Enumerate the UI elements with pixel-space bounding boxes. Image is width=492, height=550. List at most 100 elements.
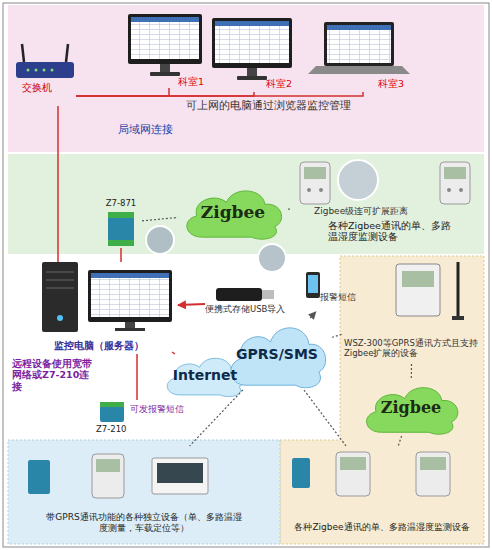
zigbee-cloud: Zigbee: [178, 183, 288, 241]
gprs-cloud: GPRS/SMS: [222, 318, 332, 390]
gateway-icon: [108, 212, 134, 246]
wireless-link: [310, 312, 316, 318]
sensor-icon-part: [340, 457, 366, 470]
cloud-label: Zigbee: [178, 183, 288, 241]
server-icon-part: [88, 270, 172, 322]
wireless-link: [398, 436, 401, 446]
cable-link: [136, 354, 138, 400]
usb-icon-part: [262, 290, 274, 299]
device-label: Z7-210: [96, 424, 140, 434]
sensor-icon-part: [307, 188, 311, 192]
sensor-icon-part: [292, 458, 310, 488]
device-label: WSZ-300等GPRS通讯方式且支持Zigbee扩展的设备: [344, 338, 480, 358]
cable-link: [172, 352, 175, 354]
room-label: 科室1: [178, 76, 214, 87]
sensor-icon-part: [92, 454, 124, 498]
gprs-logger-node: WSZ-300等GPRS通讯方式且支持Zigbee扩展的设备: [342, 262, 482, 364]
gateway-icon-part: [100, 402, 124, 407]
gateway-icon-part: [108, 212, 134, 246]
photo-circle-part: [258, 244, 286, 272]
server-icon-part: [57, 315, 63, 321]
server-icon-part: [46, 272, 74, 273]
sensor-icon-part: [444, 167, 466, 179]
device-label: 交换机: [22, 82, 72, 94]
usb-icon-part: [216, 288, 262, 301]
sensor-icon-part: [440, 162, 470, 204]
lan-band: 可上网的电脑通过浏览器监控管理局域网连接科室1科室2科室3交换机: [8, 5, 484, 152]
gprs-logger-icon-part: [402, 271, 434, 287]
gateway-node: Z7-871: [100, 198, 142, 248]
sensor-icon-part: [157, 463, 203, 483]
usb-icon: [216, 288, 274, 301]
room-label: 科室3: [378, 78, 414, 89]
gprs-logger-icon-part: [396, 264, 440, 316]
device-label: 监控电脑（服务器）: [54, 340, 178, 352]
gprs-logger-icon-part: [452, 316, 464, 320]
server-icon-part: [91, 273, 169, 317]
gateway-icon-part: [108, 212, 134, 218]
sensor-icon-part: [336, 452, 370, 496]
sensor-icon-part: [300, 162, 330, 204]
switch-node: 交换机: [14, 42, 76, 106]
sensor-icon-part: [304, 167, 326, 179]
cable-link: [178, 304, 205, 305]
network-label: 局域网连接: [118, 123, 198, 136]
server-icon: [42, 262, 172, 332]
device-label: 报警短信: [320, 292, 366, 303]
wireless-link: [332, 334, 342, 337]
caption-text: 可上网的电脑通过浏览器监控管理: [148, 99, 388, 112]
wireless-link: [411, 364, 412, 380]
phone-icon-part: [308, 275, 318, 293]
computer-node: 科室2: [212, 18, 296, 92]
sensor-icon: [292, 452, 450, 496]
server-icon-part: [115, 328, 145, 331]
group-label: 带GPRS通讯功能的各种独立设备（单、多路温湿度测量，车载定位等）: [42, 512, 246, 534]
sensor-icon: [28, 454, 208, 498]
gprs-logger-icon-part: [457, 262, 460, 318]
photo-circle-part: [338, 160, 378, 200]
server-icon-part: [46, 288, 74, 289]
page-frame: [3, 3, 489, 547]
sensor-icon-part: [96, 459, 120, 472]
device-label: 各种Zigbee通讯的单、多路温湿度监测设备: [328, 220, 458, 243]
wireless-link: [288, 208, 292, 209]
phone-icon-part: [306, 272, 320, 298]
group-label: 各种Zigbee通讯的单、多路温湿度监测设备: [284, 522, 480, 533]
cloud-label: GPRS/SMS: [222, 318, 332, 390]
note-text: 远程设备使用宽带网络或Z7-210连接: [12, 358, 96, 392]
gateway-icon-part: [108, 240, 134, 246]
cable-link: [120, 248, 122, 262]
sensor-group: 各种Zigbee通讯的单、多路温湿度监测设备: [284, 446, 480, 542]
usb-node: 便携式存储USB导入: [205, 282, 295, 322]
gateway-icon-part: [100, 402, 124, 422]
server-node: 监控电脑（服务器）: [40, 262, 178, 354]
sensor-icon-part: [416, 452, 450, 496]
device-label: Z7-871: [100, 198, 142, 208]
wireless-link: [304, 390, 346, 446]
room-label: 科室2: [266, 78, 302, 89]
computer-node: 科室1: [128, 14, 210, 88]
sensor-icon-part: [319, 188, 323, 192]
photo-circle-part: [146, 226, 174, 254]
gateway-node: Z7-210 可发报警短信: [96, 400, 226, 436]
server-icon-part: [91, 273, 169, 278]
wireless-link: [142, 217, 178, 221]
note-text: Zigbee级连可扩展距离: [314, 206, 464, 217]
wireless-link: [190, 390, 243, 446]
server-icon-part: [42, 262, 78, 332]
cloud-label: Zigbee: [358, 380, 464, 436]
gprs-logger-icon: [396, 262, 464, 320]
server-icon-part: [125, 322, 135, 328]
sensor-icon-part: [152, 458, 208, 494]
gprs-band: [280, 256, 484, 544]
phone-icon: [306, 272, 320, 298]
gprs-device-group: 带GPRS通讯功能的各种独立设备（单、多路温湿度测量，车载定位等）: [12, 446, 276, 542]
device-label: 便携式存储USB导入: [205, 304, 295, 314]
note-text: 可发报警短信: [130, 404, 220, 415]
gprs-device-band: [8, 440, 280, 544]
server-icon-part: [46, 280, 74, 281]
sensor-icon-part: [420, 457, 446, 470]
phone-node: 报警短信: [304, 270, 366, 312]
laptop-node: 科室3: [318, 20, 408, 92]
